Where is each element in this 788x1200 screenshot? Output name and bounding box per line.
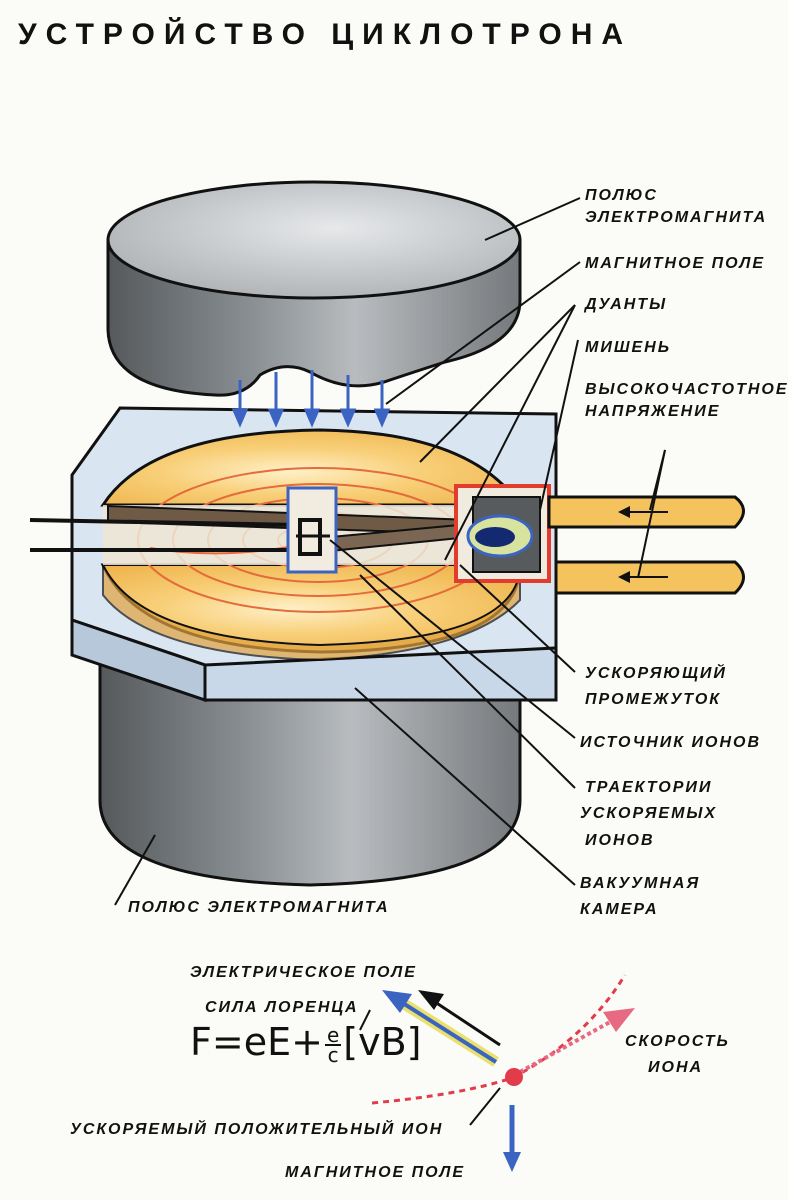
- label-magnetic-field: МАГНИТНОЕ ПОЛЕ: [585, 255, 766, 272]
- label-electric-field: ЭЛЕКТРИЧЕСКОЕ ПОЛЕ: [190, 964, 417, 981]
- label-hf-voltage-line2: НАПРЯЖЕНИЕ: [585, 403, 721, 420]
- electric-field-arrowhead: [418, 990, 444, 1010]
- label-vacuum-line2: КАМЕРА: [580, 901, 659, 918]
- ion-source: [286, 486, 338, 574]
- velocity-arrowhead: [603, 1008, 635, 1032]
- label-positive-ion: УСКОРЯЕМЫЙ ПОЛОЖИТЕЛЬНЫЙ ИОН: [70, 1121, 444, 1138]
- bottom-magnet-pole: [98, 648, 522, 887]
- label-gap-line1: УСКОРЯЮЩИЙ: [585, 665, 727, 682]
- label-vacuum-line1: ВАКУУМНАЯ: [580, 875, 701, 892]
- leader-lines: [114, 197, 666, 906]
- hf-voltage-leads: [547, 495, 745, 595]
- formula-lead: F=eE+: [190, 1020, 323, 1064]
- label-ion-velocity-line1: СКОРОСТЬ: [625, 1033, 730, 1050]
- label-ion-source: ИСТОЧНИК ИОНОВ: [580, 734, 762, 751]
- label-pole-bottom: ПОЛЮС ЭЛЕКТРОМАГНИТА: [128, 899, 390, 916]
- positive-ion: [505, 1068, 523, 1086]
- formula-numerator: e: [324, 1022, 342, 1047]
- label-trajectories-line1: ТРАЕКТОРИИ: [585, 779, 713, 796]
- target: [454, 484, 551, 583]
- label-trajectories-line3: ИОНОВ: [585, 832, 655, 849]
- label-lorentz-force: СИЛА ЛОРЕНЦА: [205, 999, 359, 1016]
- label-hf-voltage-line1: ВЫСОКОЧАСТОТНОЕ: [585, 381, 788, 398]
- top-magnet-pole: [106, 180, 522, 397]
- magnetic-field-arrows: [231, 370, 391, 428]
- label-trajectories-line2: УСКОРЯЕМЫХ: [580, 805, 718, 822]
- page-title: УСТРОЙСТВО ЦИКЛОТРОНА: [18, 18, 633, 51]
- label-pole-top-line2: ЭЛЕКТРОМАГНИТА: [585, 209, 768, 226]
- formula-tail: [vB]: [343, 1020, 422, 1064]
- formula-denominator: c: [327, 1042, 339, 1067]
- label-magnetic-field-bottom: МАГНИТНОЕ ПОЛЕ: [285, 1164, 466, 1181]
- label-target: МИШЕНЬ: [585, 339, 672, 356]
- label-pole-top-line1: ПОЛЮС: [585, 187, 658, 204]
- label-dees: ДУАНТЫ: [585, 296, 668, 313]
- label-gap-line2: ПРОМЕЖУТОК: [585, 691, 722, 708]
- magnetic-field-arrowhead: [503, 1152, 521, 1172]
- force-diagram: [359, 974, 635, 1172]
- lorentz-arrowhead: [382, 990, 412, 1013]
- label-ion-velocity-line2: ИОНА: [648, 1059, 704, 1076]
